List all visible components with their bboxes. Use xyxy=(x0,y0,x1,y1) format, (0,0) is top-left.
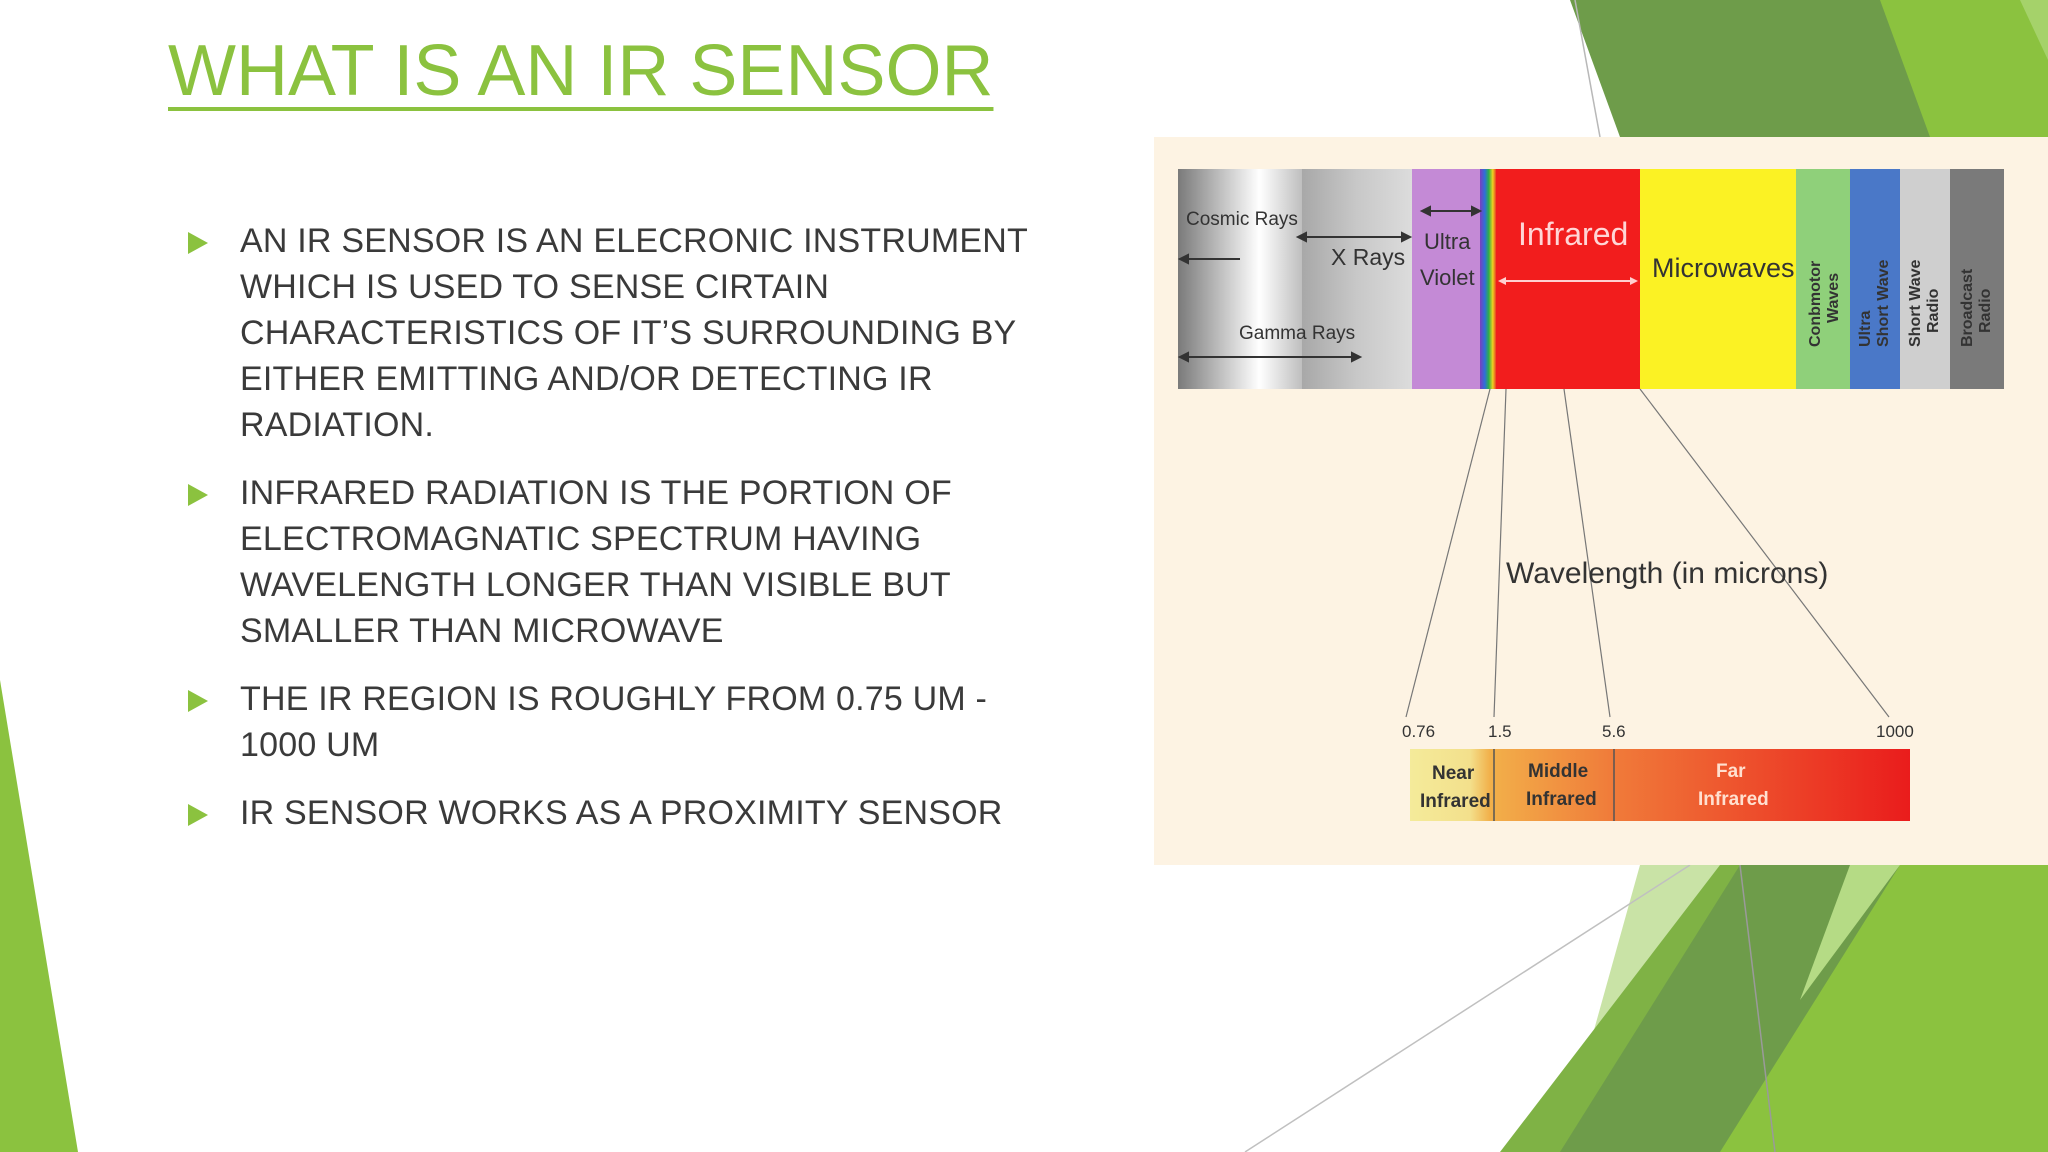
label-broadcast: Broadcast xyxy=(1959,268,1976,347)
bullet-text: IR SENSOR WORKS AS A PROXIMITY SENSOR xyxy=(240,794,1003,832)
wavelength-label: Wavelength (in microns) xyxy=(1506,557,1828,590)
label-microwaves: Microwaves xyxy=(1652,253,1795,283)
bullet-text: AN IR SENSOR IS AN ELECRONIC INSTRUMENT … xyxy=(240,222,1028,444)
region-far-line1: Far xyxy=(1716,761,1746,782)
tick-label: 1.5 xyxy=(1488,722,1512,741)
band-ultra-short-wave xyxy=(1850,169,1900,389)
deco-top-light xyxy=(1880,0,2048,137)
triangle-bullet-icon xyxy=(188,690,208,712)
label-radio-1: Radio xyxy=(1925,288,1942,333)
bullet-list: AN IR SENSOR IS AN ELECRONIC INSTRUMENT … xyxy=(180,218,1060,858)
deco-bottom-lime xyxy=(1800,865,1900,1000)
triangle-bullet-icon xyxy=(188,484,208,506)
band-infrared xyxy=(1496,169,1640,389)
bullet-item: AN IR SENSOR IS AN ELECRONIC INSTRUMENT … xyxy=(180,218,1060,448)
band-cosmic-gamma xyxy=(1178,169,1326,389)
deco-bottom-dark xyxy=(1560,865,1900,1152)
label-violet: Violet xyxy=(1420,265,1475,290)
deco-top-lime xyxy=(2020,0,2048,60)
tick-label: 0.76 xyxy=(1402,722,1435,741)
label-gamma-rays: Gamma Rays xyxy=(1239,323,1355,344)
zoom-lines xyxy=(1405,388,1890,718)
label-waves: Waves xyxy=(1825,273,1842,323)
label-infrared: Infrared xyxy=(1518,216,1628,252)
spectrum-figure: Cosmic Rays Gamma Rays X Rays Ultra Viol… xyxy=(1154,137,2048,865)
band-conbmotor xyxy=(1796,169,1850,389)
band-microwaves xyxy=(1640,169,1796,389)
bullet-item: THE IR REGION IS ROUGHLY FROM 0.75 UM - … xyxy=(180,676,1060,768)
region-far-line2: Infrared xyxy=(1698,789,1769,810)
band-ultraviolet xyxy=(1412,169,1480,389)
region-middle-line2: Infrared xyxy=(1526,789,1597,810)
label-x-rays: X Rays xyxy=(1331,244,1405,270)
band-visible xyxy=(1480,169,1496,389)
label-ultra-sw: Ultra xyxy=(1857,310,1874,347)
region-near-line1: Near xyxy=(1432,763,1475,784)
band-short-wave-radio xyxy=(1900,169,1950,389)
triangle-bullet-icon xyxy=(188,804,208,826)
label-conbmotor: Conbmotor xyxy=(1807,261,1824,347)
deco-bottom-bright xyxy=(1720,865,2048,1152)
region-middle-line1: Middle xyxy=(1528,761,1588,782)
band-broadcast-radio xyxy=(1950,169,2004,389)
band-xray xyxy=(1302,169,1412,389)
deco-thin-line-bottom-2 xyxy=(1739,864,1776,1152)
bullet-text: INFRARED RADIATION IS THE PORTION OF ELE… xyxy=(240,474,952,650)
deco-thin-line-top xyxy=(1574,0,1601,138)
tick-label: 5.6 xyxy=(1602,722,1626,741)
bullet-item: INFRARED RADIATION IS THE PORTION OF ELE… xyxy=(180,470,1060,654)
label-radio-2: Radio xyxy=(1977,288,1994,333)
range-arrows xyxy=(1177,205,1638,363)
tick-label: 1000 xyxy=(1876,722,1914,741)
region-near-line2: Infrared xyxy=(1420,791,1491,812)
deco-thin-line-bottom-1 xyxy=(1244,864,1691,1152)
label-short-wave-1: Short Wave xyxy=(1875,259,1892,347)
bullet-text: THE IR REGION IS ROUGHLY FROM 0.75 UM - … xyxy=(240,680,988,764)
label-cosmic-rays: Cosmic Rays xyxy=(1186,209,1298,230)
deco-left-sliver xyxy=(0,680,78,1152)
deco-top-dark xyxy=(1570,0,1980,137)
em-spectrum-diagram: Cosmic Rays Gamma Rays X Rays Ultra Viol… xyxy=(1177,169,2004,821)
label-short-wave-2: Short Wave xyxy=(1907,259,1924,347)
bullet-item: IR SENSOR WORKS AS A PROXIMITY SENSOR xyxy=(180,790,1060,836)
slide-title: WHAT IS AN IR SENSOR xyxy=(168,31,994,111)
triangle-bullet-icon xyxy=(188,232,208,254)
label-ultra: Ultra xyxy=(1424,229,1471,254)
